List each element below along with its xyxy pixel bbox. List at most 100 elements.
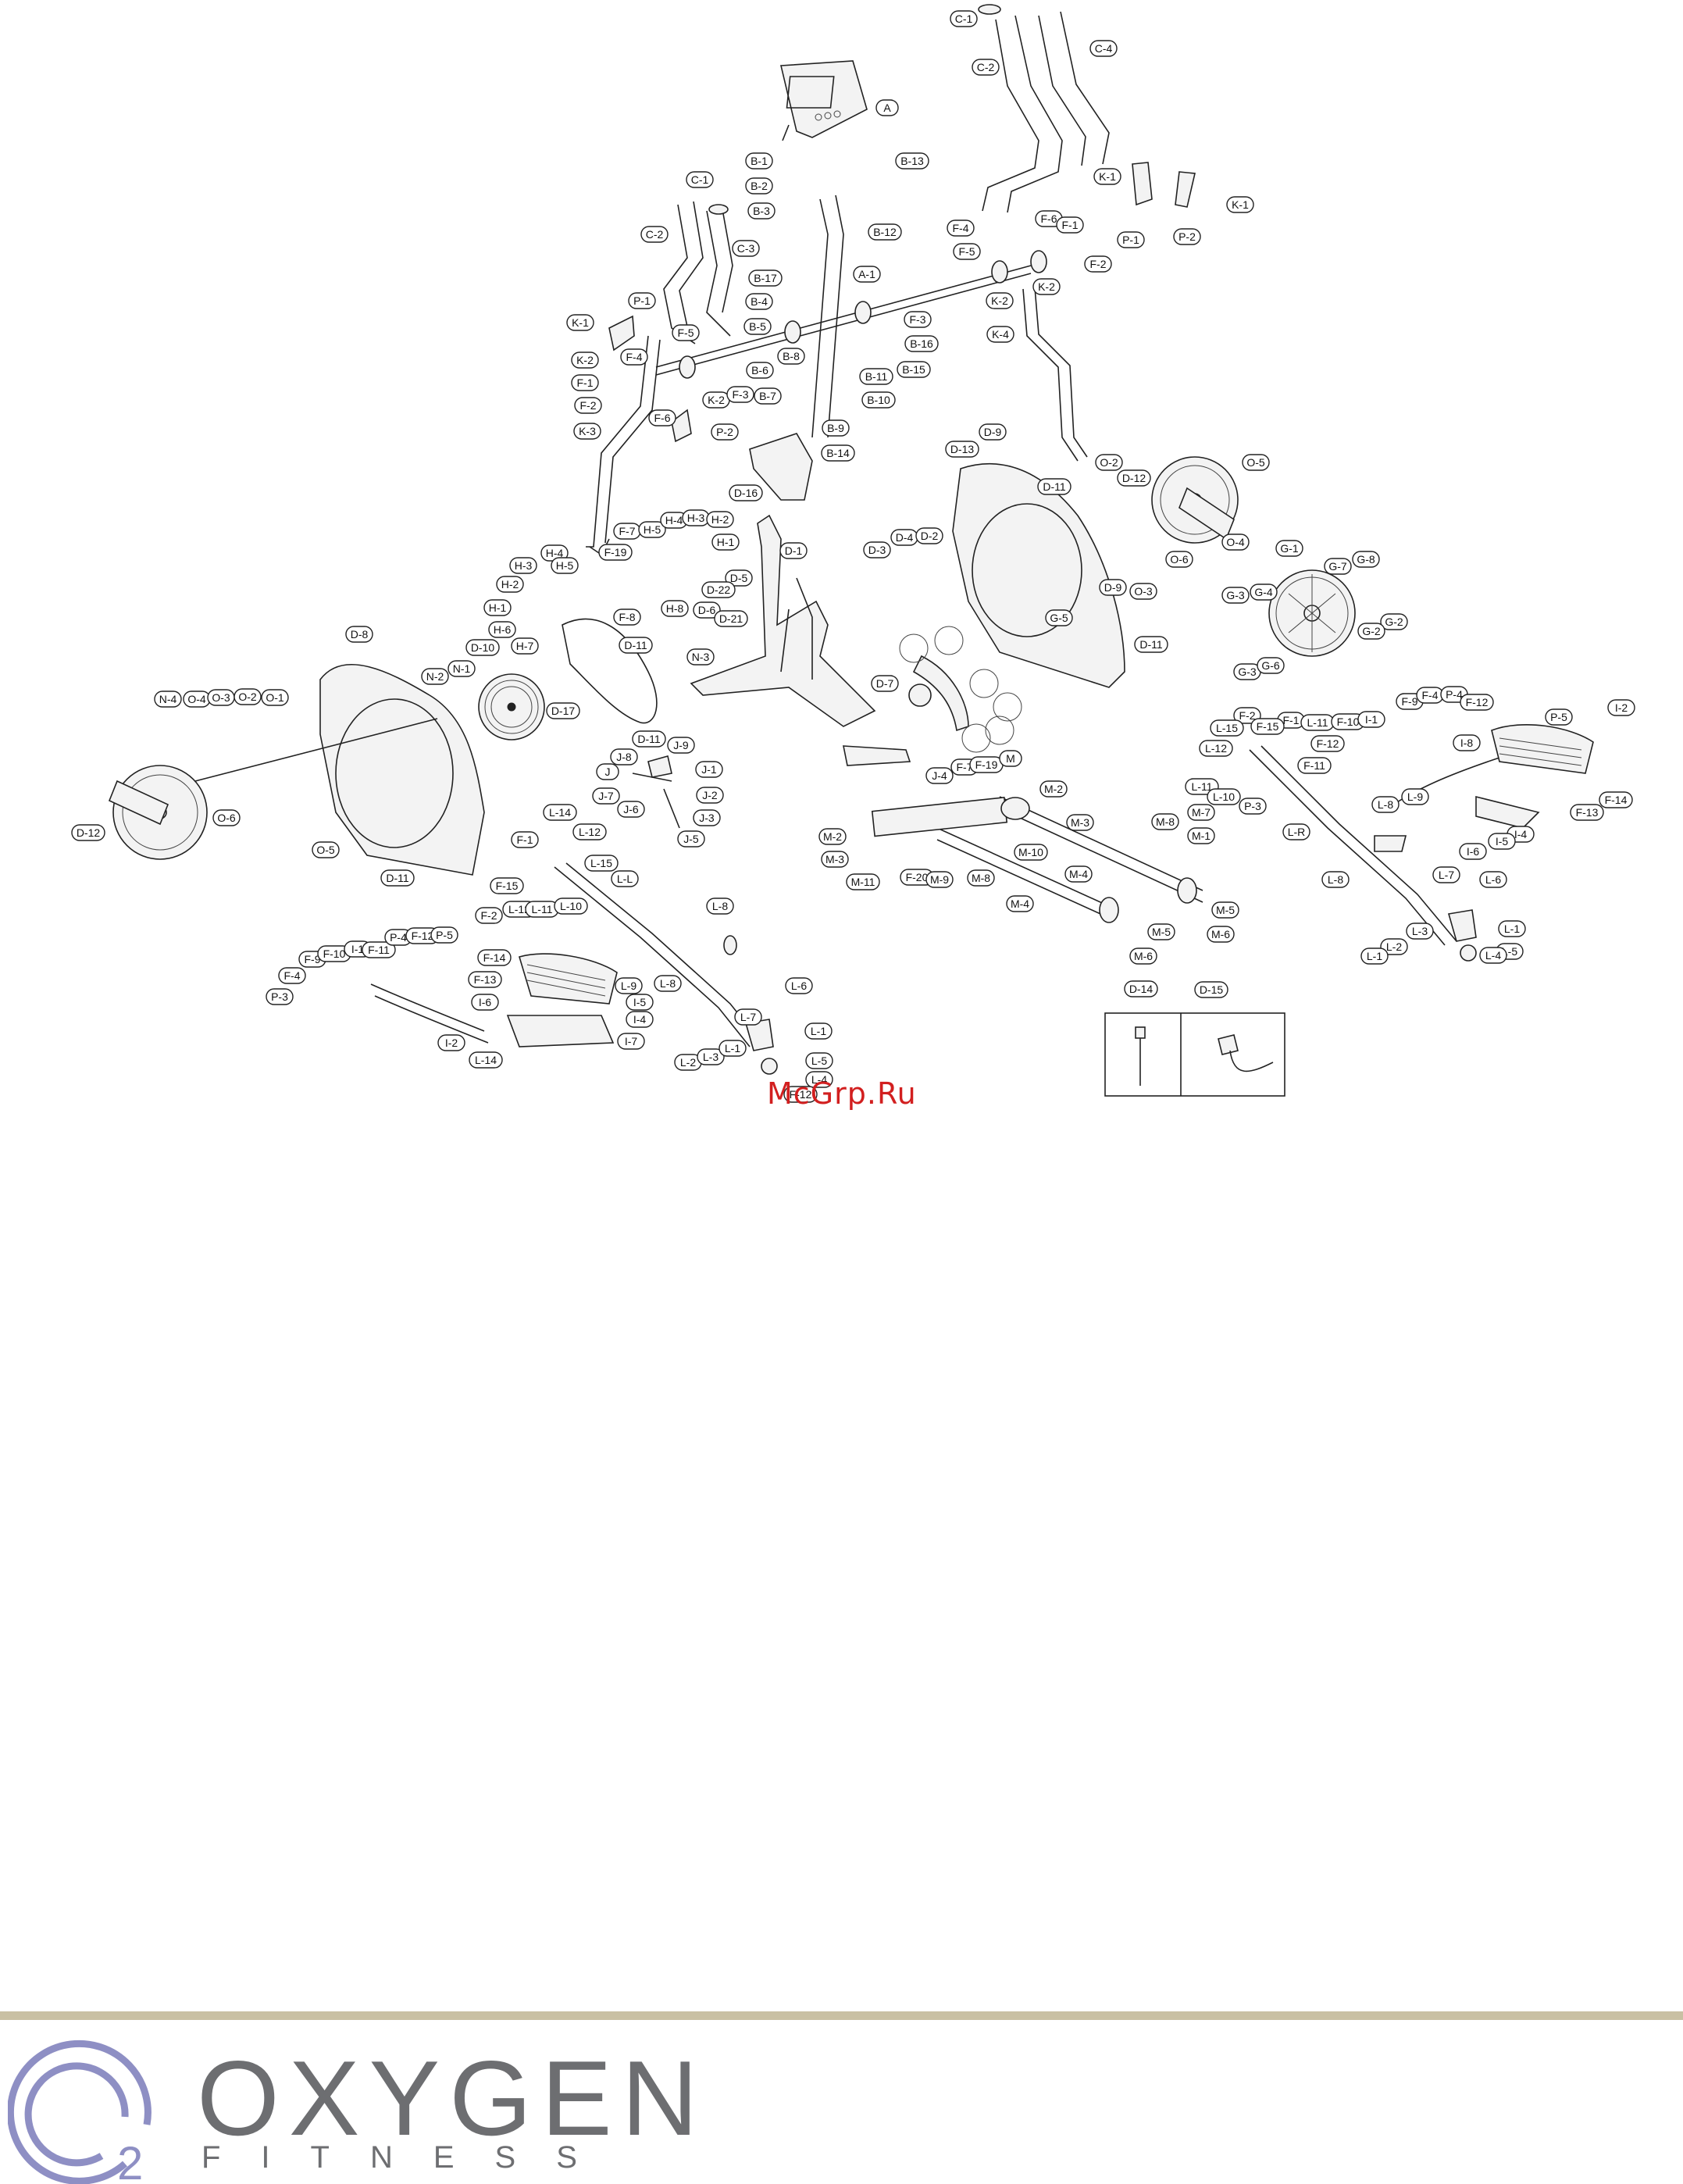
part-label-text: O-3: [1134, 585, 1153, 598]
part-label: F-12: [1460, 694, 1494, 711]
part-label-text: B-9: [827, 422, 844, 434]
part-label: H-2: [496, 576, 524, 593]
part-label-text: D-10: [471, 641, 495, 654]
main-frame: [690, 514, 911, 766]
part-label-text: D-7: [876, 677, 894, 690]
console-part: [780, 60, 868, 141]
part-label: B-1: [745, 152, 773, 170]
part-label: O-5: [1242, 454, 1270, 471]
right-arm-tube: [1022, 287, 1088, 462]
part-label-text: B-5: [749, 320, 766, 333]
part-label: J-7: [592, 787, 620, 805]
part-label: K-4: [986, 326, 1014, 343]
part-label-text: L-15: [590, 857, 612, 869]
left-pedal-arm: [370, 862, 778, 1075]
part-label: P-3: [1239, 798, 1267, 815]
pulley-left: [108, 718, 438, 860]
part-label-text: F-4: [284, 969, 301, 982]
part-label: F-19: [598, 544, 633, 561]
part-label: G-7: [1324, 558, 1352, 575]
part-label: J-9: [667, 737, 695, 754]
part-label-text: I-6: [479, 996, 492, 1008]
part-label: M-10: [1014, 844, 1048, 861]
part-label-text: B-3: [753, 205, 770, 217]
part-label: D-11: [1134, 636, 1168, 653]
part-label: O-3: [1129, 583, 1157, 600]
part-label: F-2: [1233, 707, 1261, 724]
part-label-text: L-5: [811, 1055, 827, 1067]
part-label: M-3: [1066, 814, 1094, 831]
part-label-text: L-8: [1378, 798, 1393, 811]
part-label-text: F-20: [906, 871, 929, 883]
part-label: M-8: [967, 869, 995, 887]
part-label: B-17: [748, 269, 783, 287]
part-label: G-3: [1233, 663, 1261, 680]
part-label-text: J-9: [673, 739, 689, 751]
part-label-text: D-11: [624, 639, 647, 651]
rear-stabilizer: [871, 796, 1203, 923]
part-label: I-6: [471, 994, 499, 1011]
oxygen-logo-icon: 2: [8, 2039, 152, 2184]
part-label-text: K-3: [579, 425, 596, 437]
part-label-text: L-8: [1328, 873, 1343, 886]
part-label-text: G-7: [1328, 560, 1347, 573]
part-label: P-4: [384, 929, 412, 946]
part-label-text: F-11: [1303, 759, 1325, 772]
part-label: A-1: [853, 266, 881, 283]
part-label: C-2: [972, 59, 1000, 76]
mast-cover: [749, 194, 844, 501]
part-label: D-14: [1124, 980, 1158, 997]
part-label-text: H-5: [644, 523, 661, 536]
part-label: I-6: [1459, 843, 1487, 860]
part-label: B-15: [897, 361, 931, 378]
part-label-text: N-1: [453, 662, 471, 675]
part-label: L-4: [805, 1071, 833, 1088]
part-label-text: L-8: [660, 977, 676, 990]
part-label-text: O-4: [187, 693, 206, 705]
part-label: L-3: [697, 1048, 725, 1065]
part-label-text: M-6: [1134, 950, 1153, 962]
part-label-text: G-4: [1254, 586, 1273, 598]
part-label: O-4: [1221, 534, 1250, 551]
part-label-text: F-10: [323, 947, 346, 960]
part-label-text: F-5: [959, 245, 975, 258]
part-label-text: F-4: [626, 351, 643, 363]
part-label: F-11: [362, 941, 396, 958]
part-label: L-10: [1207, 788, 1241, 805]
part-label-text: P-5: [436, 929, 453, 941]
part-label: N-4: [154, 691, 182, 708]
part-label-text: G-6: [1261, 659, 1280, 672]
part-label-text: J-8: [616, 751, 632, 763]
cross-axle: [655, 250, 1047, 379]
part-label-text: N-3: [692, 651, 710, 663]
footer-rule: [0, 2011, 1683, 2020]
part-label-text: B-7: [759, 390, 776, 402]
part-label: P-5: [430, 926, 458, 944]
part-label: J-1: [695, 761, 723, 778]
part-label: D-2: [915, 527, 943, 544]
part-label: F-14: [1599, 791, 1633, 808]
part-label-text: D-3: [868, 544, 886, 556]
part-label-text: F-15: [1257, 720, 1279, 733]
part-label: F-5: [672, 324, 700, 341]
part-label-text: D-2: [921, 530, 939, 542]
part-label-text: C-1: [955, 12, 973, 25]
part-label-text: C-2: [646, 228, 664, 241]
part-label: C-1: [686, 171, 714, 188]
part-label-text: H-3: [687, 512, 705, 524]
part-label-text: B-10: [867, 394, 890, 406]
part-label: F-12: [783, 1086, 818, 1103]
part-label: M-2: [818, 828, 847, 845]
part-label-text: L-8: [712, 900, 728, 912]
part-label: M-6: [1207, 926, 1235, 943]
part-label-text: H-1: [489, 601, 507, 614]
part-label-text: B-6: [751, 364, 768, 376]
part-label-text: D-12: [77, 826, 101, 839]
part-label: F-2: [475, 907, 503, 924]
part-label-text: J-6: [623, 803, 639, 815]
part-label-text: G-5: [1050, 612, 1068, 624]
part-label-text: J-7: [598, 790, 614, 802]
part-label-text: M: [1006, 752, 1015, 765]
part-label: F-15: [1250, 718, 1285, 735]
